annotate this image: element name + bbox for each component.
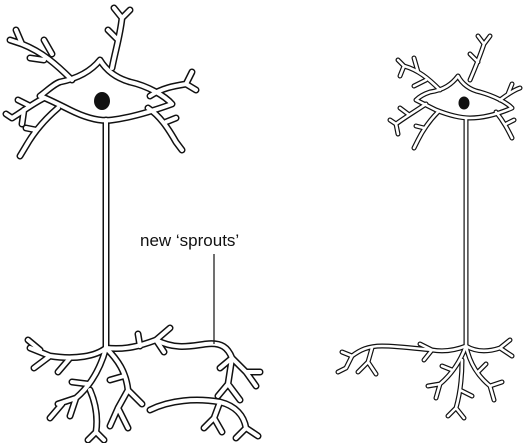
new-sprouts-label: new ‘sprouts’	[140, 231, 239, 250]
left-neuron-outline	[6, 8, 260, 440]
left-neuron-inner	[6, 8, 260, 440]
left-neuron	[6, 8, 260, 440]
right-neuron-inner	[338, 36, 520, 418]
right-neuron	[338, 36, 520, 418]
right-neuron-nucleus	[459, 97, 470, 110]
left-neuron-nucleus	[94, 92, 110, 110]
